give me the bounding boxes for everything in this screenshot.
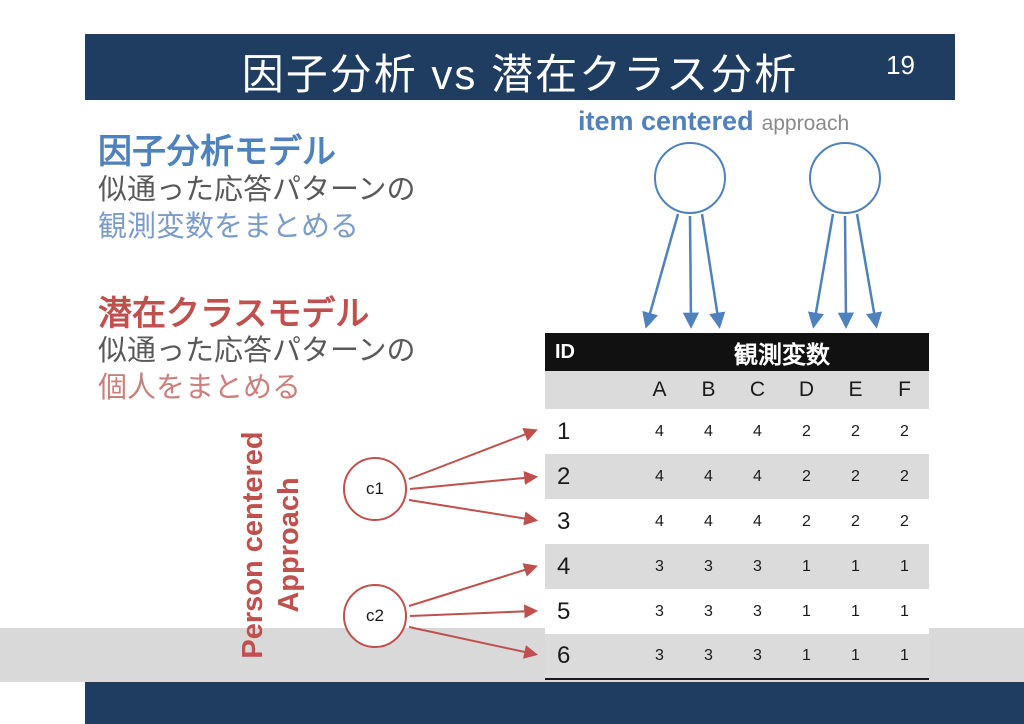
table-cell: 1 <box>900 647 909 664</box>
table-cell: 3 <box>704 602 713 620</box>
person-centered-line2: Approach <box>273 477 306 613</box>
item-centered-arrows <box>642 213 883 329</box>
table-row: 2 4 4 4 2 2 2 <box>545 454 929 499</box>
factor-circle-left <box>654 142 726 214</box>
table-cell: 4 <box>704 422 713 440</box>
red-arrow <box>409 604 539 619</box>
id-header-cell: ID <box>545 333 635 371</box>
column-header: F <box>880 371 929 409</box>
item-centered-label: item centered approach <box>578 106 849 137</box>
red-arrow <box>408 499 539 526</box>
group-header-cell: 観測変数 <box>635 333 929 371</box>
table-cell: 4 <box>704 512 713 530</box>
blue-arrow <box>837 215 855 329</box>
observed-data-table: ID 観測変数 A B C D E F 1 4 4 4 2 2 2 <box>545 333 929 680</box>
table-cell: 4 <box>753 467 762 485</box>
title-bar: 因子分析 vs 潜在クラス分析 19 <box>85 34 955 100</box>
table-cell: 1 <box>851 602 860 620</box>
person-centered-line1: Person centered <box>237 431 269 659</box>
table-cell: 1 <box>802 647 811 664</box>
latent-class-heading: 潜在クラスモデル <box>98 295 370 333</box>
class-c1-label: c1 <box>366 479 384 498</box>
blue-arrow <box>807 213 835 329</box>
table-cell: 4 <box>655 422 664 440</box>
column-header: B <box>684 371 733 409</box>
table-cell: 2 <box>900 467 909 485</box>
table-row: 5 3 3 3 1 1 1 <box>545 589 929 634</box>
page-number: 19 <box>886 50 915 80</box>
table-cell: 4 <box>753 422 762 440</box>
table-row: 6 3 3 3 1 1 1 <box>545 634 929 679</box>
table-cell: 2 <box>851 422 860 440</box>
table-cell: 2 <box>802 467 811 485</box>
factor-circle-right <box>809 142 881 214</box>
corner-cell <box>545 371 635 409</box>
table-cell: 1 <box>851 557 860 575</box>
blue-arrow <box>855 213 883 329</box>
table-cell: 3 <box>655 647 664 664</box>
blue-arrow <box>682 215 700 329</box>
footer-bar <box>85 682 1024 724</box>
row-id: 2 <box>557 462 571 490</box>
column-header: C <box>733 371 782 409</box>
latent-class-line1: 似通った応答パターンの <box>98 335 416 367</box>
row-id: 3 <box>557 507 571 535</box>
table-cell: 3 <box>753 602 762 620</box>
table-cell: 1 <box>802 602 811 620</box>
table-row: 1 4 4 4 2 2 2 <box>545 409 929 454</box>
table-cell: 4 <box>655 512 664 530</box>
class-circle-c2: c2 <box>343 584 407 648</box>
table-cell: 1 <box>900 557 909 575</box>
table-cell: 4 <box>704 467 713 485</box>
table-cell: 2 <box>900 512 909 530</box>
factor-model-line1: 似通った応答パターンの <box>98 174 416 206</box>
item-centered-main: item centered <box>578 106 754 136</box>
table-cell: 4 <box>753 512 762 530</box>
table-cell: 3 <box>704 557 713 575</box>
table-cell: 1 <box>900 602 909 620</box>
item-centered-sub: approach <box>761 112 850 135</box>
red-arrow <box>408 563 539 607</box>
factor-model-heading: 因子分析モデル <box>98 133 336 171</box>
class-circle-c1: c1 <box>343 457 407 521</box>
table-cell: 4 <box>655 467 664 485</box>
table-cell: 2 <box>851 512 860 530</box>
slide-title: 因子分析 vs 潜在クラス分析 <box>241 51 799 98</box>
row-id: 1 <box>557 417 571 445</box>
column-header: E <box>831 371 880 409</box>
person-centered-label: Person centered Approach <box>235 415 315 675</box>
table-cell: 3 <box>753 647 762 664</box>
table-row: 3 4 4 4 2 2 2 <box>545 499 929 544</box>
person-centered-arrows <box>408 427 539 659</box>
column-header: D <box>782 371 831 409</box>
table-cell: 1 <box>851 647 860 664</box>
table-cell: 3 <box>704 647 713 664</box>
blue-arrow <box>700 213 726 329</box>
table-cell: 1 <box>802 557 811 575</box>
column-header: A <box>635 371 684 409</box>
blue-arrow <box>642 213 680 329</box>
table-cell: 2 <box>900 422 909 440</box>
table-row: 4 3 3 3 1 1 1 <box>545 544 929 589</box>
row-id: 5 <box>557 597 571 625</box>
class-c2-label: c2 <box>366 606 384 625</box>
factor-model-line2: 観測変数をまとめる <box>98 211 360 243</box>
table-header-row: ID 観測変数 <box>545 333 929 371</box>
red-arrow <box>409 470 539 490</box>
table-cell: 2 <box>851 467 860 485</box>
row-id: 6 <box>557 642 571 669</box>
table-cell: 2 <box>802 422 811 440</box>
row-id: 4 <box>557 552 571 580</box>
table-cell: 3 <box>753 557 762 575</box>
red-arrow <box>408 427 538 480</box>
latent-class-line2: 個人をまとめる <box>98 372 302 404</box>
table-cell: 2 <box>802 512 811 530</box>
column-header-row: A B C D E F <box>545 371 929 409</box>
table-cell: 3 <box>655 602 664 620</box>
table-cell: 3 <box>655 557 664 575</box>
